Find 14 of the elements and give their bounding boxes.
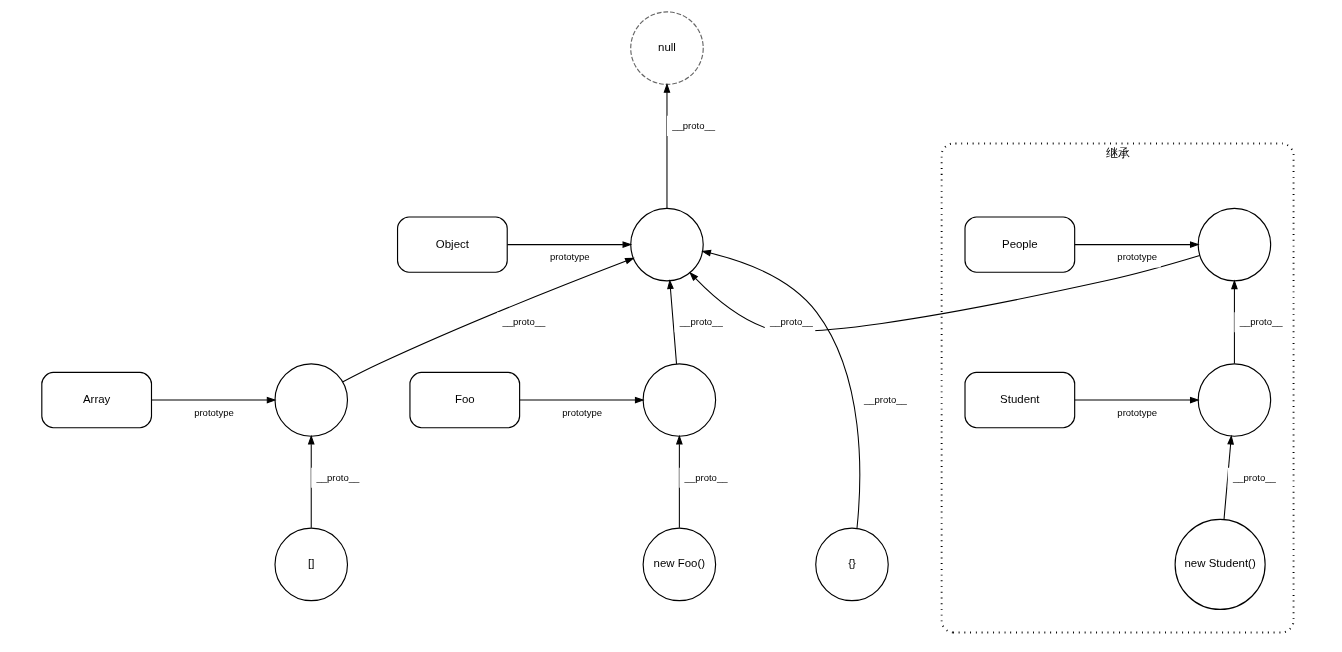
edge-label: __proto__ [684,471,727,483]
edge-label: prototype [1116,406,1157,418]
edge-label: __proto__ [315,471,359,483]
edge-label: prototype [561,406,602,418]
edge-label: prototype [1116,251,1157,263]
edge-label: __proto__ [1232,471,1276,483]
edge-label: __proto__ [769,316,813,328]
edge-label: __proto__ [501,316,545,328]
edge-label: prototype [193,406,234,418]
edge-label: __proto__ [671,119,715,131]
edge-label: __proto__ [863,393,907,405]
edge-label: __proto__ [1239,316,1283,328]
edge-label: prototype [549,251,590,263]
edge-label: __proto__ [679,316,723,328]
